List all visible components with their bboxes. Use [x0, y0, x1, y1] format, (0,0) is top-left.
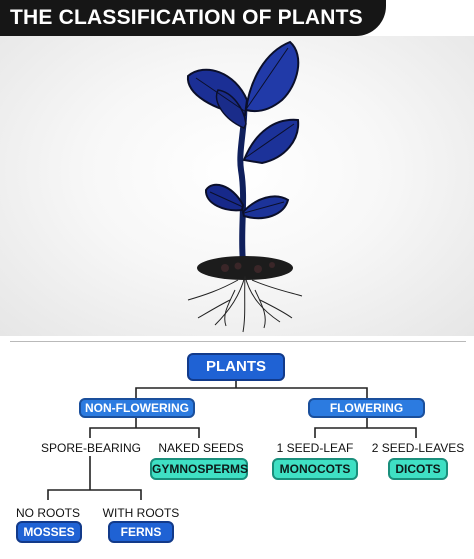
- node-monocots: MONOCOTS: [272, 458, 358, 480]
- section-divider: [10, 341, 466, 342]
- connector-spore-branches: [47, 489, 142, 500]
- connector-nonflowering-branches: [89, 427, 200, 438]
- plant-roots: [187, 275, 303, 333]
- label-no-roots: NO ROOTS: [15, 506, 80, 520]
- node-non-flowering: NON-FLOWERING: [79, 398, 195, 418]
- plant-leaf-top-right: [244, 40, 300, 113]
- node-ferns: FERNS: [108, 521, 174, 543]
- label-one-seed-leaf: 1 SEED-LEAF: [276, 441, 354, 455]
- label-two-seed-leaves: 2 SEED-LEAVES: [371, 441, 465, 455]
- soil-mound: [197, 256, 293, 280]
- node-dicots: DICOTS: [388, 458, 448, 480]
- plant-leaf-lower-left: [204, 183, 245, 212]
- connector-flowering-branches: [314, 427, 417, 438]
- plant-leaf-small: [215, 89, 247, 129]
- node-flowering: FLOWERING: [308, 398, 425, 418]
- title-banner: THE CLASSIFICATION OF PLANTS: [0, 0, 386, 36]
- node-plants: PLANTS: [187, 353, 285, 381]
- label-naked-seeds: NAKED SEEDS: [158, 441, 244, 455]
- plant-illustration-area: [0, 36, 474, 336]
- connector-level-1: [135, 387, 368, 398]
- node-gymnosperms: GYMNOSPERMS: [150, 458, 248, 480]
- page-title: THE CLASSIFICATION OF PLANTS: [10, 6, 363, 29]
- node-mosses: MOSSES: [16, 521, 82, 543]
- label-spore-bearing: SPORE-BEARING: [40, 441, 142, 455]
- plant-illustration: [186, 40, 303, 333]
- label-with-roots: WITH ROOTS: [102, 506, 180, 520]
